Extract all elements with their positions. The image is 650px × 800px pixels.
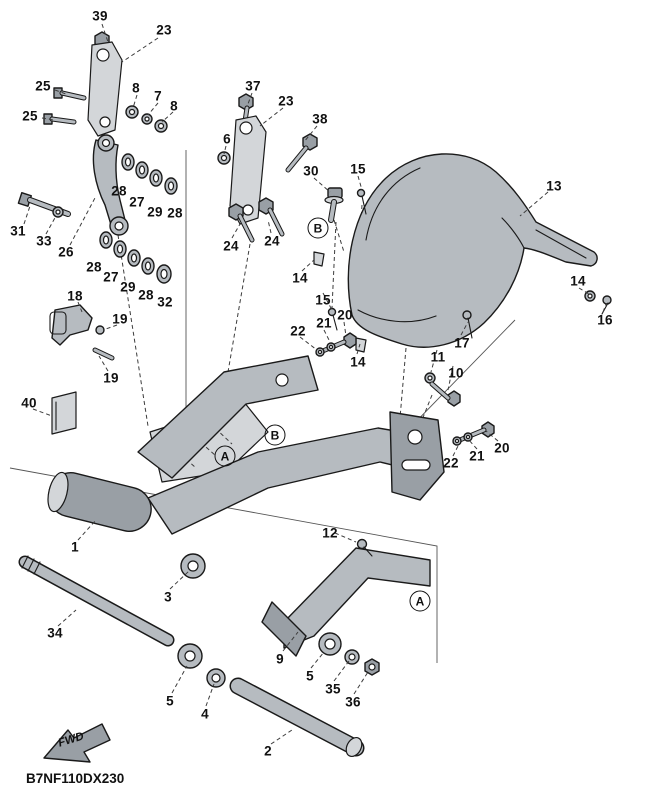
part-callout-5: 5: [166, 693, 174, 709]
leader-lines: [23, 23, 607, 745]
rear-fender: [347, 153, 598, 348]
part-callout-11: 11: [430, 349, 446, 365]
part-callout-6: 6: [223, 131, 231, 147]
bolt-10-11: [424, 372, 461, 407]
part-callout-32: 32: [157, 294, 173, 310]
part-callout-17: 17: [454, 335, 470, 351]
fender-fasteners: [313, 187, 473, 353]
part-callout-18: 18: [67, 288, 83, 304]
part-callout-2: 2: [264, 743, 272, 759]
pivot-shaft: [18, 555, 175, 647]
part-callout-15: 15: [350, 161, 366, 177]
collar-3: [180, 553, 206, 579]
part-callout-5: 5: [306, 668, 314, 684]
part-callout-37: 37: [245, 78, 261, 94]
part-callout-29: 29: [147, 204, 163, 220]
part-callout-14: 14: [292, 270, 308, 286]
bearing-set-upper: [121, 153, 178, 195]
chain-protector: [49, 304, 115, 361]
part-callout-15: 15: [315, 292, 331, 308]
part-callout-39: 39: [92, 8, 108, 24]
part-callout-35: 35: [325, 681, 341, 697]
part-callout-34: 34: [47, 625, 63, 641]
part-callout-1: 1: [71, 539, 79, 555]
bolts-24: [228, 197, 285, 243]
bolt-set-left: [315, 332, 357, 357]
relay-arm: [92, 134, 129, 236]
part-callout-31: 31: [10, 223, 26, 239]
bolt-31: [17, 191, 71, 218]
part-callout-12: 12: [322, 525, 338, 541]
part-callout-24: 24: [223, 238, 239, 254]
screw-12: [356, 538, 373, 557]
diagram-code: B7NF110DX230: [26, 771, 125, 786]
bolts-25: [43, 87, 87, 125]
part-callout-26: 26: [58, 244, 74, 260]
relay-bracket-right: [217, 93, 318, 225]
chain-guide-bracket: [261, 547, 431, 657]
part-callout-38: 38: [312, 111, 328, 127]
stay-fasteners: [584, 290, 612, 315]
part-callout-4: 4: [201, 706, 209, 722]
part-callout-19: 19: [103, 370, 119, 386]
part-callout-28: 28: [86, 259, 102, 275]
part-callout-29: 29: [120, 279, 136, 295]
part-callout-33: 33: [36, 233, 52, 249]
section-marker-B: B: [264, 424, 286, 446]
part-callout-16: 16: [597, 312, 613, 328]
part-callout-28: 28: [167, 205, 183, 221]
part-callout-20: 20: [494, 440, 510, 456]
part-callout-22: 22: [443, 455, 459, 471]
section-marker-A: A: [214, 445, 236, 467]
part-callout-27: 27: [103, 269, 119, 285]
bearing-set-lower: [99, 231, 172, 284]
part-callout-14: 14: [570, 273, 586, 289]
part-callout-9: 9: [276, 651, 284, 667]
part-callout-27: 27: [129, 194, 145, 210]
section-marker-A: A: [409, 590, 431, 612]
part-callout-14: 14: [350, 354, 366, 370]
axle-shaft: [229, 677, 365, 758]
part-callout-8: 8: [170, 98, 178, 114]
part-callout-40: 40: [21, 395, 37, 411]
part-callout-8: 8: [132, 80, 140, 96]
axle-washers: [177, 632, 380, 688]
relay-bracket-left: [87, 31, 123, 137]
part-callout-28: 28: [138, 287, 154, 303]
part-callout-22: 22: [290, 323, 306, 339]
part-callout-10: 10: [448, 365, 464, 381]
section-marker-B: B: [307, 217, 329, 239]
tag-plate: [51, 391, 77, 435]
part-callout-3: 3: [164, 589, 172, 605]
part-callout-28: 28: [111, 183, 127, 199]
part-callout-30: 30: [303, 163, 319, 179]
part-callout-25: 25: [35, 78, 51, 94]
part-callout-36: 36: [345, 694, 361, 710]
part-callout-25: 25: [22, 108, 38, 124]
part-callout-7: 7: [154, 88, 162, 104]
swingarm: [47, 355, 445, 535]
part-callout-23: 23: [156, 22, 172, 38]
washers-8-7-8: [125, 105, 168, 133]
part-callout-19: 19: [112, 311, 128, 327]
part-callout-23: 23: [278, 93, 294, 109]
assembly-axis-lines: [117, 204, 433, 427]
part-callout-24: 24: [264, 233, 280, 249]
part-callout-21: 21: [316, 315, 332, 331]
fwd-arrow: [43, 723, 111, 763]
part-callout-21: 21: [469, 448, 485, 464]
part-callout-13: 13: [546, 178, 562, 194]
bolt-set-right: [452, 421, 495, 446]
part-callout-20: 20: [337, 307, 353, 323]
